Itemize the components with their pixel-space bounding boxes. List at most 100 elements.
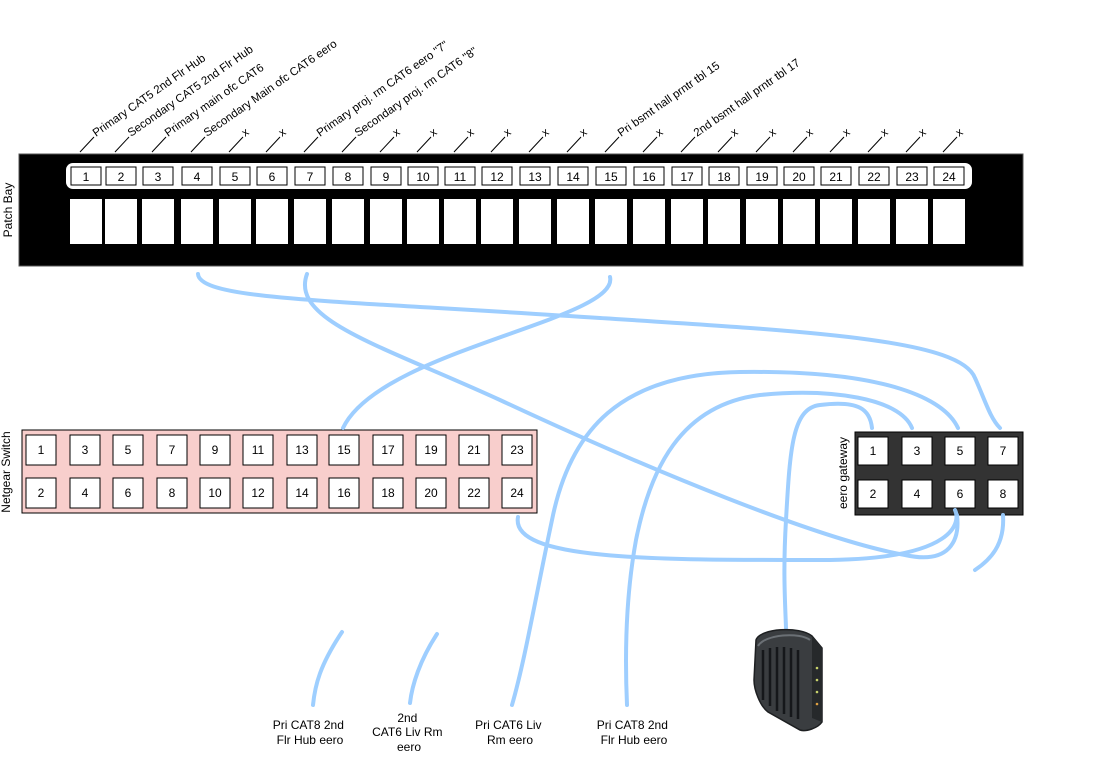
patch-bay-port-label: x [428, 126, 440, 139]
switch-port [372, 477, 404, 509]
switch-port [156, 477, 188, 509]
patch-bay-port-number-box [256, 166, 288, 186]
patch-bay-port-jack [370, 199, 402, 244]
patch-bay-port-number: 13 [528, 170, 542, 184]
patch-bay-label-leader [680, 136, 696, 153]
cable-pb7-gw6 [303, 272, 960, 560]
switch-port-number: 8 [169, 486, 176, 500]
patch-bay-label-leader [717, 136, 733, 153]
patch-bay-port-number-box [370, 166, 402, 186]
patch-bay-port-number: 10 [416, 170, 430, 184]
patch-bay-port-number-box [933, 166, 965, 186]
patch-bay-port-number: 19 [755, 170, 769, 184]
patch-bay-port-label: x [277, 126, 289, 139]
cable-gw1-modem [782, 401, 874, 630]
switch-port [69, 477, 101, 509]
patch-bay-label-strip [66, 163, 972, 189]
patch-bay-port-number: 18 [717, 170, 731, 184]
patch-bay-port-number: 4 [194, 170, 201, 184]
patch-bay-port-jack [820, 199, 852, 244]
switch-port-number: 18 [381, 486, 395, 500]
switch-port-number: 7 [169, 443, 176, 457]
patch-bay-label-leader [228, 136, 244, 153]
patch-bay-port-number-box [595, 166, 627, 186]
patch-bay-port-jack [858, 199, 890, 244]
switch-port-number: 19 [424, 443, 438, 457]
patch-bay-port-label: x [879, 126, 891, 139]
patch-bay-port-jack [671, 199, 703, 244]
patch-bay-port-number-box [219, 166, 251, 186]
patch-bay-port-number: 2 [118, 170, 125, 184]
cables [196, 272, 1006, 707]
switch-port [199, 434, 231, 466]
patch-bay-port-number: 1 [83, 170, 90, 184]
patch-bay-port-jack [105, 199, 137, 244]
patch-bay-port-number: 6 [269, 170, 276, 184]
switch-port [156, 434, 188, 466]
patch-bay-label-leader [114, 136, 130, 153]
patch-bay-label-leader [190, 136, 206, 153]
gateway-label: eero gateway [836, 437, 850, 509]
switch-port-number: 12 [251, 486, 265, 500]
patch-bay-label: Patch Bay [1, 183, 15, 238]
switch-port [286, 434, 318, 466]
patch-bay-port-jack [896, 199, 928, 244]
switch-port [112, 477, 144, 509]
patch-bay-port-label: x [954, 126, 966, 139]
patch-bay-label-leader [905, 136, 921, 153]
switch-port-number: 6 [125, 486, 132, 500]
endpoint-label-2-line: 2nd [397, 711, 417, 725]
patch-bay-port-number: 12 [490, 170, 504, 184]
cable-gw8-stub [973, 513, 1006, 572]
patch-bay-port-number: 11 [454, 170, 467, 184]
patch-bay-port-number-box [820, 166, 852, 186]
patch-bay-port-jack [519, 199, 551, 244]
gateway-port [857, 436, 889, 466]
gateway-port-number: 7 [1000, 444, 1007, 458]
switch-port [328, 434, 360, 466]
gateway-port-number: 8 [1000, 487, 1007, 501]
cable-e1-stub [311, 630, 344, 707]
patch-bay-port-number-box [105, 166, 137, 186]
patch-bay-port-label: x [502, 126, 514, 139]
gateway-port [944, 436, 976, 466]
patch-bay-port-jack [332, 199, 364, 244]
patch-bay-port-label: x [729, 126, 741, 139]
switch-port-number: 10 [208, 486, 222, 500]
patch-bay-port-number: 22 [867, 170, 881, 184]
gateway-port [987, 479, 1019, 509]
cable-e2-stub [408, 632, 439, 705]
patch-bay-port-number: 21 [829, 170, 843, 184]
endpoint-label-4-line: Flr Hub eero [601, 733, 668, 747]
patch-bay-port-number: 3 [155, 170, 162, 184]
switch-body [21, 429, 538, 514]
endpoint-label-3: Pri CAT6 Liv Rm eero [475, 718, 545, 747]
patch-bay-port-number-box [294, 166, 326, 186]
gateway-port-number: 2 [870, 487, 877, 501]
patch-bay-label-leader [566, 136, 582, 153]
patch-bay-port-number-box [142, 166, 174, 186]
switch-port-number: 22 [467, 486, 481, 500]
patch-bay-label-leader [642, 136, 658, 153]
patch-bay-port-number: 16 [642, 170, 656, 184]
patch-bay-port-number-box [708, 166, 740, 186]
switch-port-number: 16 [337, 486, 351, 500]
patch-bay-port-label: x [804, 126, 816, 139]
patch-bay-port-label: x [465, 126, 477, 139]
switch-port [501, 477, 533, 509]
endpoint-label-1-line: Pri CAT8 2nd [273, 718, 344, 732]
endpoint-label-4-line: Pri CAT8 2nd [597, 718, 668, 732]
gateway-port-number: 1 [870, 444, 877, 458]
patch-bay-port-jack [783, 199, 815, 244]
cable-pb4-gw7 [196, 272, 1002, 430]
switch-port [69, 434, 101, 466]
patch-bay-port-number-box [783, 166, 815, 186]
patch-bay-label-leader [528, 136, 544, 153]
patch-bay-port-jack [407, 199, 439, 244]
gateway-port [901, 436, 933, 466]
gateway-port-number: 5 [957, 444, 964, 458]
patch-bay-port-jack [557, 199, 589, 244]
patch-bay-port-number-box [444, 166, 476, 186]
patch-bay-port-jack [633, 199, 665, 244]
patch-bay-port-number-box [332, 166, 364, 186]
